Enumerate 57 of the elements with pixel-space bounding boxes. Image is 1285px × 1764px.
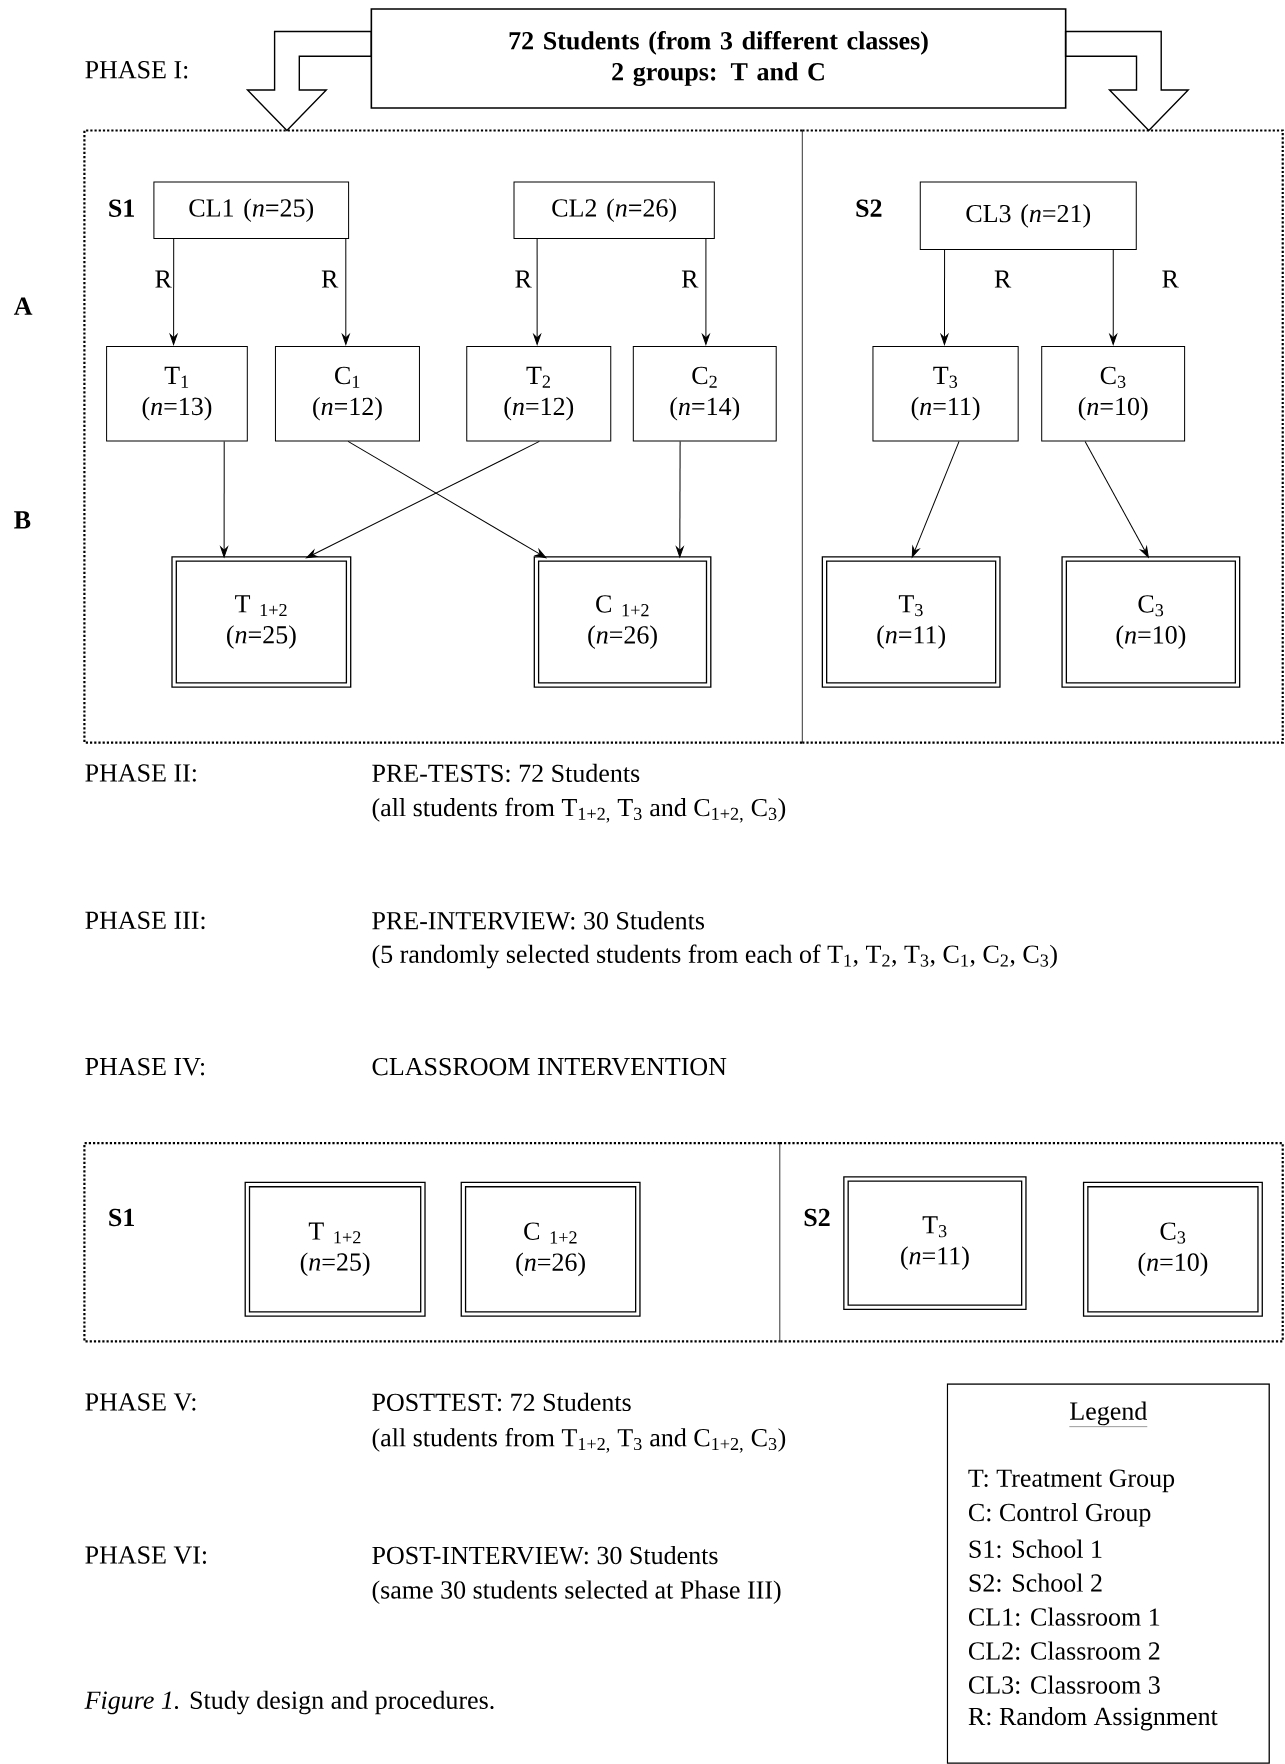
group-box: C$_{3}$ (n=10): [1082, 1181, 1263, 1317]
phase-text: POSTTEST: 72 Students: [372, 1392, 631, 1412]
arrow: [911, 440, 960, 558]
phase-text: (all students from T$_{1+2,}$ T$_{3}$ and C$_{1+2,}$ C$_{3}$): [372, 797, 786, 823]
group-box: CL3 (n=21): [919, 181, 1137, 251]
phase-text: PHASE I:: [85, 61, 188, 79]
group-box: C$_{3}$ (n=10): [1041, 345, 1186, 442]
edge-label: R: [1160, 269, 1180, 289]
phase-text: PRE-INTERVIEW: 30 Students: [372, 911, 705, 930]
group-box: C $_{1+2}$ (n=26): [533, 556, 712, 688]
phase-text: POST-INTERVIEW: 30 Students: [372, 1545, 718, 1565]
arrow: [533, 238, 542, 345]
arrow: [675, 440, 684, 558]
block-arrow: [245, 30, 372, 132]
phase-text: CLASSROOM INTERVENTION: [372, 1057, 727, 1076]
edge-label: R: [320, 269, 340, 289]
group-box: T $_{1+2}$ (n=25): [244, 1181, 426, 1317]
group-box: CL2 (n=26): [513, 181, 715, 239]
group-box: T$_{3}$ (n=11): [843, 1176, 1027, 1311]
arrow: [169, 238, 178, 345]
arrow: [306, 440, 540, 559]
phase-text: (same 30 students selected at Phase III): [372, 1580, 781, 1604]
group-box: T$_{3}$ (n=11): [872, 345, 1019, 442]
arrow: [220, 440, 228, 558]
phase-text: (5 randomly selected students from each of T$_{1}$, T$_{2}$, T$_{3}$, C$_{1}$, C$_{2}$, C$_{3}$): [372, 944, 1057, 969]
phase-text: PHASE IV:: [85, 1057, 205, 1076]
group-box: T$_{1}$ (n=13): [106, 345, 248, 442]
edge-label: R: [992, 269, 1013, 289]
group-box: CL1 (n=25): [153, 181, 350, 239]
row-letter: A: [13, 297, 33, 315]
legend-box: Legend T: Treatment Group C: Control Group S1: School 1 S2: School 2 CL1: Classroom 1 CL2: Classroom 2 CL3: Classroom 3 R: Random Assignment: [946, 1383, 1270, 1764]
edge-label: R: [680, 269, 700, 289]
edge-label: R: [153, 269, 173, 289]
group-box: C$_{1}$ (n=12): [274, 345, 420, 442]
arrow: [1109, 249, 1118, 345]
phase-text: PHASE VI:: [85, 1546, 206, 1564]
phase-text: PHASE III:: [85, 911, 205, 930]
arrow: [940, 249, 949, 345]
group-box: C $_{1+2}$ (n=26): [460, 1181, 641, 1317]
heading-box: 72 Students (from 3 different classes) 2 groups: T and C: [370, 8, 1067, 109]
group-box: T$_{3}$ (n=11): [821, 556, 1001, 688]
group-box: C$_{3}$ (n=10): [1061, 556, 1241, 688]
edge-label: R: [513, 269, 533, 289]
group-box: T$_{2}$ (n=12): [466, 345, 612, 442]
arrow: [341, 238, 350, 345]
row-letter: B: [14, 511, 31, 529]
phase-text: (all students from T$_{1+2,}$ T$_{3}$ and C$_{1+2,}$ C$_{3}$): [372, 1427, 786, 1453]
group-box: C$_{2}$ (n=14): [632, 345, 777, 442]
phase-text: PRE-TESTS: 72 Students: [372, 763, 640, 783]
arrow: [1084, 440, 1149, 558]
block-arrow: [1064, 30, 1190, 132]
group-box: T $_{1+2}$ (n=25): [171, 556, 352, 688]
arrow: [702, 238, 710, 345]
phase-text: PHASE V:: [85, 1393, 196, 1411]
arrow: [347, 440, 547, 559]
phase-text: PHASE II:: [85, 764, 196, 782]
caption: Figure 1. Study design and procedures.: [84, 1690, 494, 1715]
